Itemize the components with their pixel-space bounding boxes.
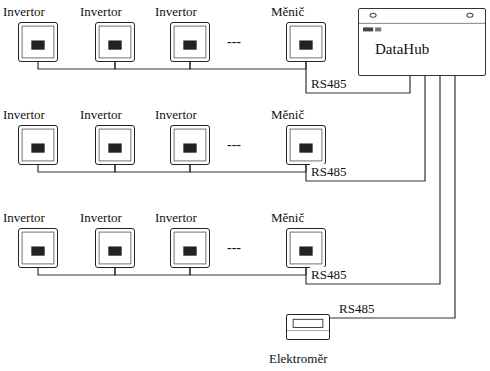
- inverter-box: Invertor: [170, 22, 210, 62]
- inverter-box: Invertor: [170, 228, 210, 268]
- inverter-label: Invertor: [3, 210, 45, 225]
- datahub-box: DataHub: [358, 8, 486, 76]
- rs485-wire: [38, 165, 115, 172]
- inverter-box: Měnič: [286, 125, 326, 165]
- inverter-face: [96, 229, 134, 267]
- inverter-face: [171, 229, 209, 267]
- inverter-box: Invertor: [170, 125, 210, 165]
- ellipsis-mark: ---: [226, 240, 242, 255]
- inverter-box: Měnič: [286, 228, 326, 268]
- rs485-wire: [115, 62, 190, 69]
- inverter-label: Invertor: [3, 4, 45, 19]
- bus-label: RS485: [310, 267, 347, 282]
- inverter-label: Měnič: [271, 4, 304, 19]
- inverter-face: [287, 23, 325, 61]
- inverter-label: Invertor: [80, 4, 122, 19]
- inverter-face: [96, 23, 134, 61]
- meter-box: Elektroměr: [286, 314, 330, 340]
- inverter-face: [19, 126, 57, 164]
- rs485-wire: [38, 62, 115, 69]
- inverter-face: [171, 126, 209, 164]
- inverter-label: Invertor: [3, 107, 45, 122]
- bus-label: RS485: [310, 164, 347, 179]
- bus-label: RS485: [310, 76, 347, 91]
- inverter-face: [287, 229, 325, 267]
- inverter-label: Měnič: [271, 210, 304, 225]
- inverter-face: [96, 126, 134, 164]
- meter-display: [287, 315, 329, 339]
- ellipsis-mark: ---: [226, 137, 242, 152]
- inverter-box: Invertor: [18, 228, 58, 268]
- inverter-face: [171, 23, 209, 61]
- inverter-label: Invertor: [155, 4, 197, 19]
- inverter-face: [19, 229, 57, 267]
- inverter-box: Měnič: [286, 22, 326, 62]
- inverter-box: Invertor: [18, 125, 58, 165]
- inverter-box: Invertor: [95, 228, 135, 268]
- inverter-label: Invertor: [155, 210, 197, 225]
- inverter-face: [287, 126, 325, 164]
- bus-label: RS485: [338, 301, 375, 316]
- rs485-wire: [190, 62, 306, 69]
- rs485-wire: [330, 76, 455, 318]
- rs485-wire: [115, 268, 190, 275]
- inverter-box: Invertor: [95, 22, 135, 62]
- inverter-label: Invertor: [80, 107, 122, 122]
- inverter-box: Invertor: [95, 125, 135, 165]
- rs485-wire: [306, 76, 440, 284]
- inverter-label: Měnič: [271, 107, 304, 122]
- inverter-face: [19, 23, 57, 61]
- rs485-wire: [38, 268, 115, 275]
- inverter-label: Invertor: [80, 210, 122, 225]
- rs485-wire: [190, 268, 306, 275]
- inverter-box: Invertor: [18, 22, 58, 62]
- device-name: DataHub: [375, 41, 429, 58]
- rs485-wire: [115, 165, 190, 172]
- inverter-label: Invertor: [155, 107, 197, 122]
- meter-label: Elektroměr: [269, 351, 327, 366]
- rs485-wire: [190, 165, 306, 172]
- ellipsis-mark: ---: [226, 34, 242, 49]
